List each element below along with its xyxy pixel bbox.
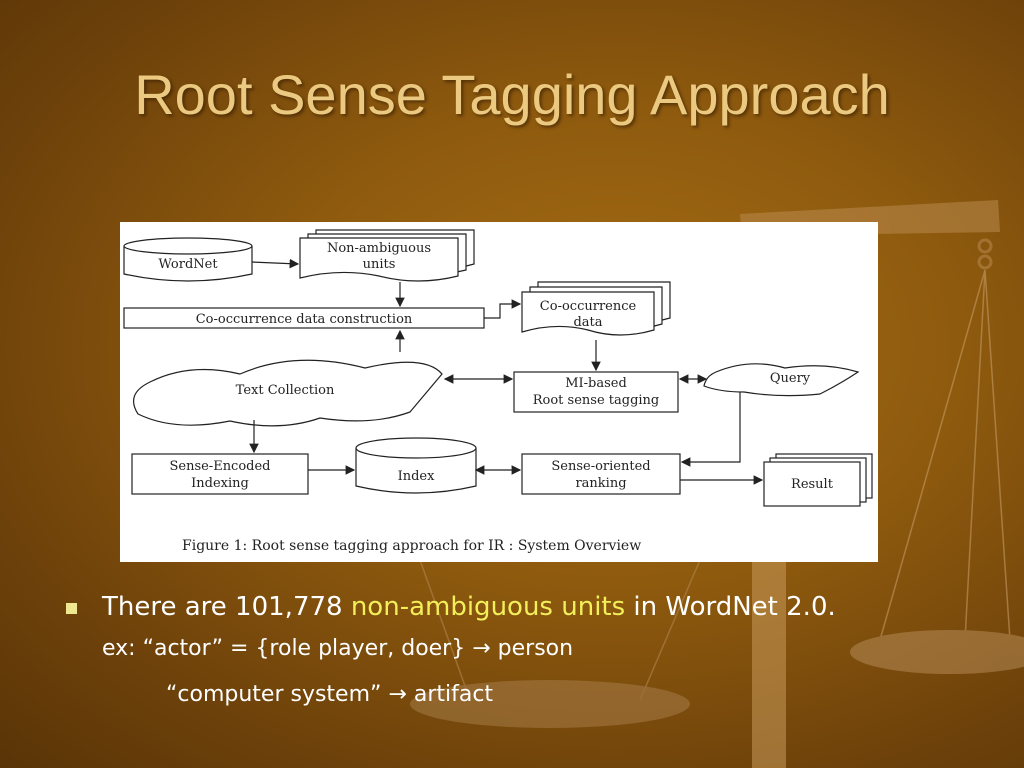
cooc-data-label-1: Co-occurrence — [540, 299, 637, 314]
text-collection-node — [132, 359, 443, 427]
example-line-2: “computer system” → artifact — [166, 682, 494, 707]
sense-oriented-label-1: Sense-oriented — [551, 459, 650, 474]
bullet-square-icon — [66, 603, 77, 614]
cooc-data-label-2: data — [573, 315, 602, 330]
wordnet-node — [123, 237, 253, 282]
bullet-text-suffix: in WordNet 2.0. — [625, 592, 836, 622]
mi-root-sense-tagging-node — [513, 371, 679, 413]
result-node — [763, 453, 873, 507]
system-overview-diagram: WordNet Non-ambiguous units Co-occurrenc… — [123, 229, 873, 554]
result-label: Result — [791, 477, 834, 492]
example-line: ex: “actor” = {role player, doer} → pers… — [102, 636, 574, 661]
bullet-text-prefix: There are 101,778 — [102, 592, 351, 622]
mi-label-1: MI-based — [565, 376, 627, 391]
bullet-list: There are 101,778 non-ambiguous units in… — [62, 590, 1002, 710]
sense-oriented-ranking-node — [521, 453, 681, 495]
bullet-highlight: non-ambiguous units — [350, 592, 626, 622]
mi-label-2: Root sense tagging — [533, 393, 660, 408]
query-label: Query — [770, 371, 811, 386]
index-node — [355, 437, 477, 494]
non-ambiguous-label-2: units — [363, 257, 396, 272]
sense-encoded-label-2: Indexing — [191, 476, 249, 491]
non-ambiguous-label-1: Non-ambiguous — [327, 241, 431, 256]
sense-encoded-label-1: Sense-Encoded — [169, 459, 270, 474]
figure-caption: Figure 1: Root sense tagging approach fo… — [182, 538, 641, 554]
arrow-query-to-ranking — [680, 392, 741, 467]
index-label: Index — [398, 469, 436, 484]
slide-title: Root Sense Tagging Approach — [134, 63, 890, 126]
system-overview-figure: WordNet Non-ambiguous units Co-occurrenc… — [120, 222, 878, 562]
arrow-construction-to-coocdata — [484, 299, 522, 319]
cooc-construction-label: Co-occurrence data construction — [196, 312, 413, 327]
arrow-wordnet-to-nonambiguous — [251, 258, 300, 269]
query-node — [703, 363, 860, 397]
sense-oriented-label-2: ranking — [575, 476, 626, 491]
cooc-data-node — [521, 281, 671, 336]
text-collection-label: Text Collection — [236, 383, 335, 398]
wordnet-label: WordNet — [158, 257, 218, 272]
bullet-item: There are 101,778 non-ambiguous units in… — [62, 590, 1002, 624]
non-ambiguous-units-node — [299, 229, 475, 282]
sense-encoded-indexing-node — [131, 453, 309, 495]
